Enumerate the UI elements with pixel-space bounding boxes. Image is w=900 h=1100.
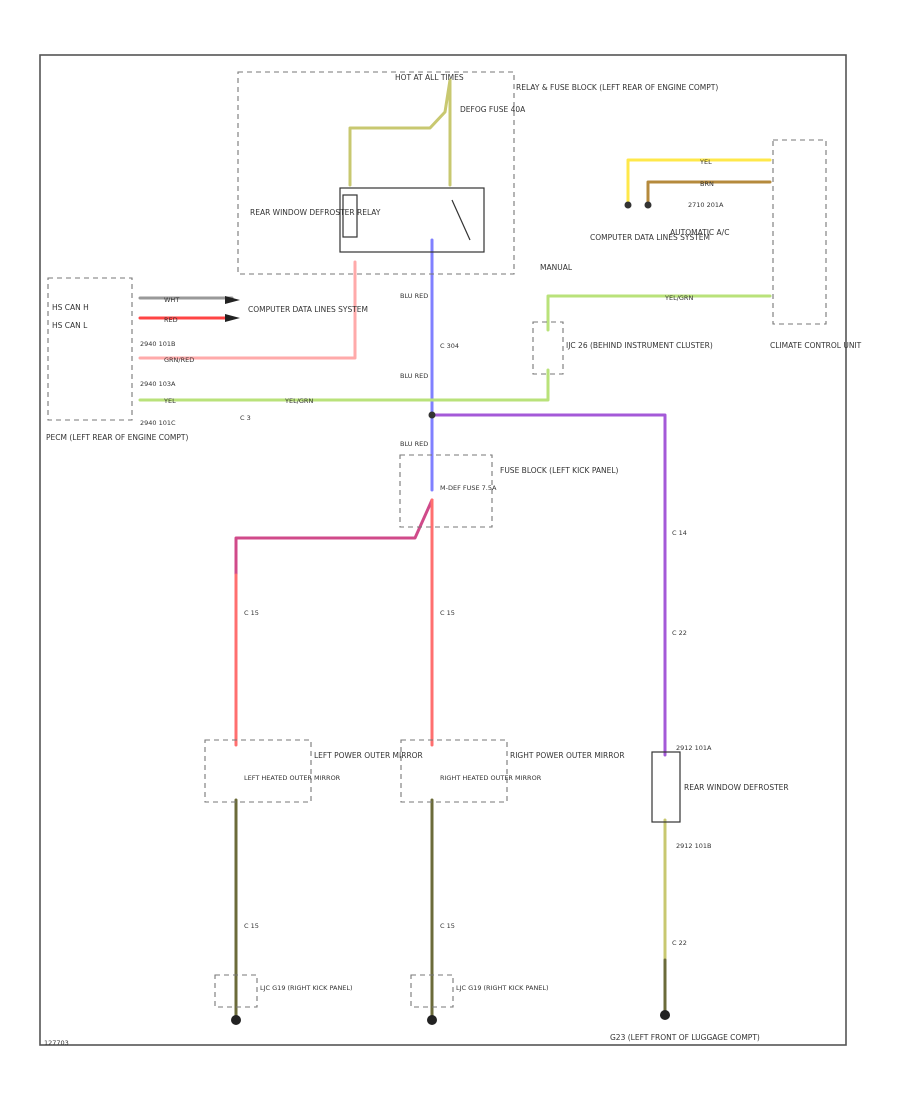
splice-dot [428, 411, 436, 419]
relay-hot-label: HOT AT ALL TIMES [395, 73, 464, 82]
fuse-block-box [399, 454, 493, 528]
left-mirror-box [204, 739, 312, 803]
pecm-line1: HS CAN H [52, 303, 89, 312]
conn-code-label: 2940 103A [140, 380, 176, 388]
pecm-label: PECM (LEFT REAR OF ENGINE COMPT) [46, 433, 188, 442]
conn-label: C 15 [244, 922, 259, 930]
arrow-icon [225, 314, 240, 322]
wire-color-label: RED [164, 316, 178, 324]
manual-label: MANUAL [540, 263, 573, 272]
terminal-dot [644, 201, 652, 209]
relay-fuse-block-box [237, 71, 515, 275]
pecm-line2: HS CAN L [52, 321, 88, 330]
rear-defroster-label: REAR WINDOW DEFROSTER [684, 783, 789, 792]
conn-label: C 15 [440, 922, 455, 930]
rear-relay-label: REAR WINDOW DEFROSTER RELAY [250, 208, 381, 217]
right-mirror-label: RIGHT POWER OUTER MIRROR [510, 751, 625, 760]
wire-color-label: GRN/RED [164, 356, 194, 364]
right-mirror-box [400, 739, 508, 803]
computer-left-label: COMPUTER DATA LINES SYSTEM [248, 305, 368, 314]
wire-color-label: WHT [164, 296, 179, 304]
arrow-icon [225, 296, 240, 304]
rear-defroster-box [651, 751, 681, 823]
ground-icon [231, 1015, 241, 1025]
wire-color-label: YEL/GRN [664, 294, 693, 302]
wire-magenta-left [234, 498, 434, 577]
conn-label: C 15 [440, 609, 455, 617]
defroster-relay-box [339, 187, 485, 253]
wire-pink-relay [138, 260, 357, 360]
blu-red-label: BLU RED [400, 440, 428, 448]
conn-label: C 14 [672, 529, 687, 537]
fuse-block-fuse: M-DEF FUSE 7.5A [440, 484, 497, 492]
conn-code-label: 2912 101A [676, 744, 712, 752]
ac-switch-label: AUTOMATIC A/C [670, 228, 729, 237]
defog-fuse-label: DEFOG FUSE 40A [460, 105, 526, 114]
right-mirror-inner: RIGHT HEATED OUTER MIRROR [440, 774, 542, 782]
ljc-left-box [214, 974, 258, 1008]
wire-purple-defroster [430, 413, 667, 757]
climate-label: CLIMATE CONTROL UNIT [770, 341, 862, 350]
footer-code: 127703 [44, 1039, 69, 1047]
ijc26-box [532, 321, 564, 375]
ljc-right-box [410, 974, 454, 1008]
ljc-right-label: LJC G19 (RIGHT KICK PANEL) [456, 984, 549, 992]
ground-icon [427, 1015, 437, 1025]
diagram-frame [39, 54, 847, 1046]
computer-top-label: COMPUTER DATA LINES SYSTEM [590, 233, 710, 242]
left-mirror-label: LEFT POWER OUTER MIRROR [314, 751, 423, 760]
relay-coil-icon [342, 194, 358, 238]
conn-label: C 15 [244, 609, 259, 617]
wire-color-label: BRN [700, 180, 714, 188]
climate-control-box [772, 139, 827, 325]
relay-box-label: RELAY & FUSE BLOCK (LEFT REAR OF ENGINE … [516, 83, 718, 92]
fuse-block-label: FUSE BLOCK (LEFT KICK PANEL) [500, 466, 619, 475]
wire-green-climate [546, 294, 772, 332]
ijc26-label: IJC 26 (BEHIND INSTRUMENT CLUSTER) [566, 341, 713, 350]
wire-relay-fuse-olive [348, 78, 452, 187]
conn-code-label: 2710 201A [688, 201, 724, 209]
conn-label: C 22 [672, 629, 687, 637]
left-mirror-inner: LEFT HEATED OUTER MIRROR [244, 774, 341, 782]
wire-yellow-climate [626, 158, 772, 207]
pecm-box [47, 277, 133, 421]
relay-switch-icon [451, 199, 471, 241]
blu-red-label: BLU RED [400, 292, 428, 300]
ljc-left-label: LJC G19 (RIGHT KICK PANEL) [260, 984, 353, 992]
ground-g23-label: G23 (LEFT FRONT OF LUGGAGE COMPT) [610, 1033, 760, 1042]
conn-code-label: 2940 101B [140, 340, 175, 348]
wire-brown-climate [646, 180, 772, 207]
conn-code-label: 2940 101C [140, 419, 176, 427]
conn-label: C 22 [672, 939, 687, 947]
wire-color-label: YEL/GRN [284, 397, 313, 405]
wire-green-c3 [138, 368, 550, 402]
conn-label: C 3 [240, 414, 251, 422]
ground-icon [660, 1010, 670, 1020]
wire-color-label: YEL [699, 158, 712, 166]
conn-code-label: 2912 101B [676, 842, 711, 850]
blu-red-label: BLU RED [400, 372, 428, 380]
wire-color-label: YEL [163, 397, 176, 405]
conn-label: C 304 [440, 342, 459, 350]
terminal-dot [624, 201, 632, 209]
